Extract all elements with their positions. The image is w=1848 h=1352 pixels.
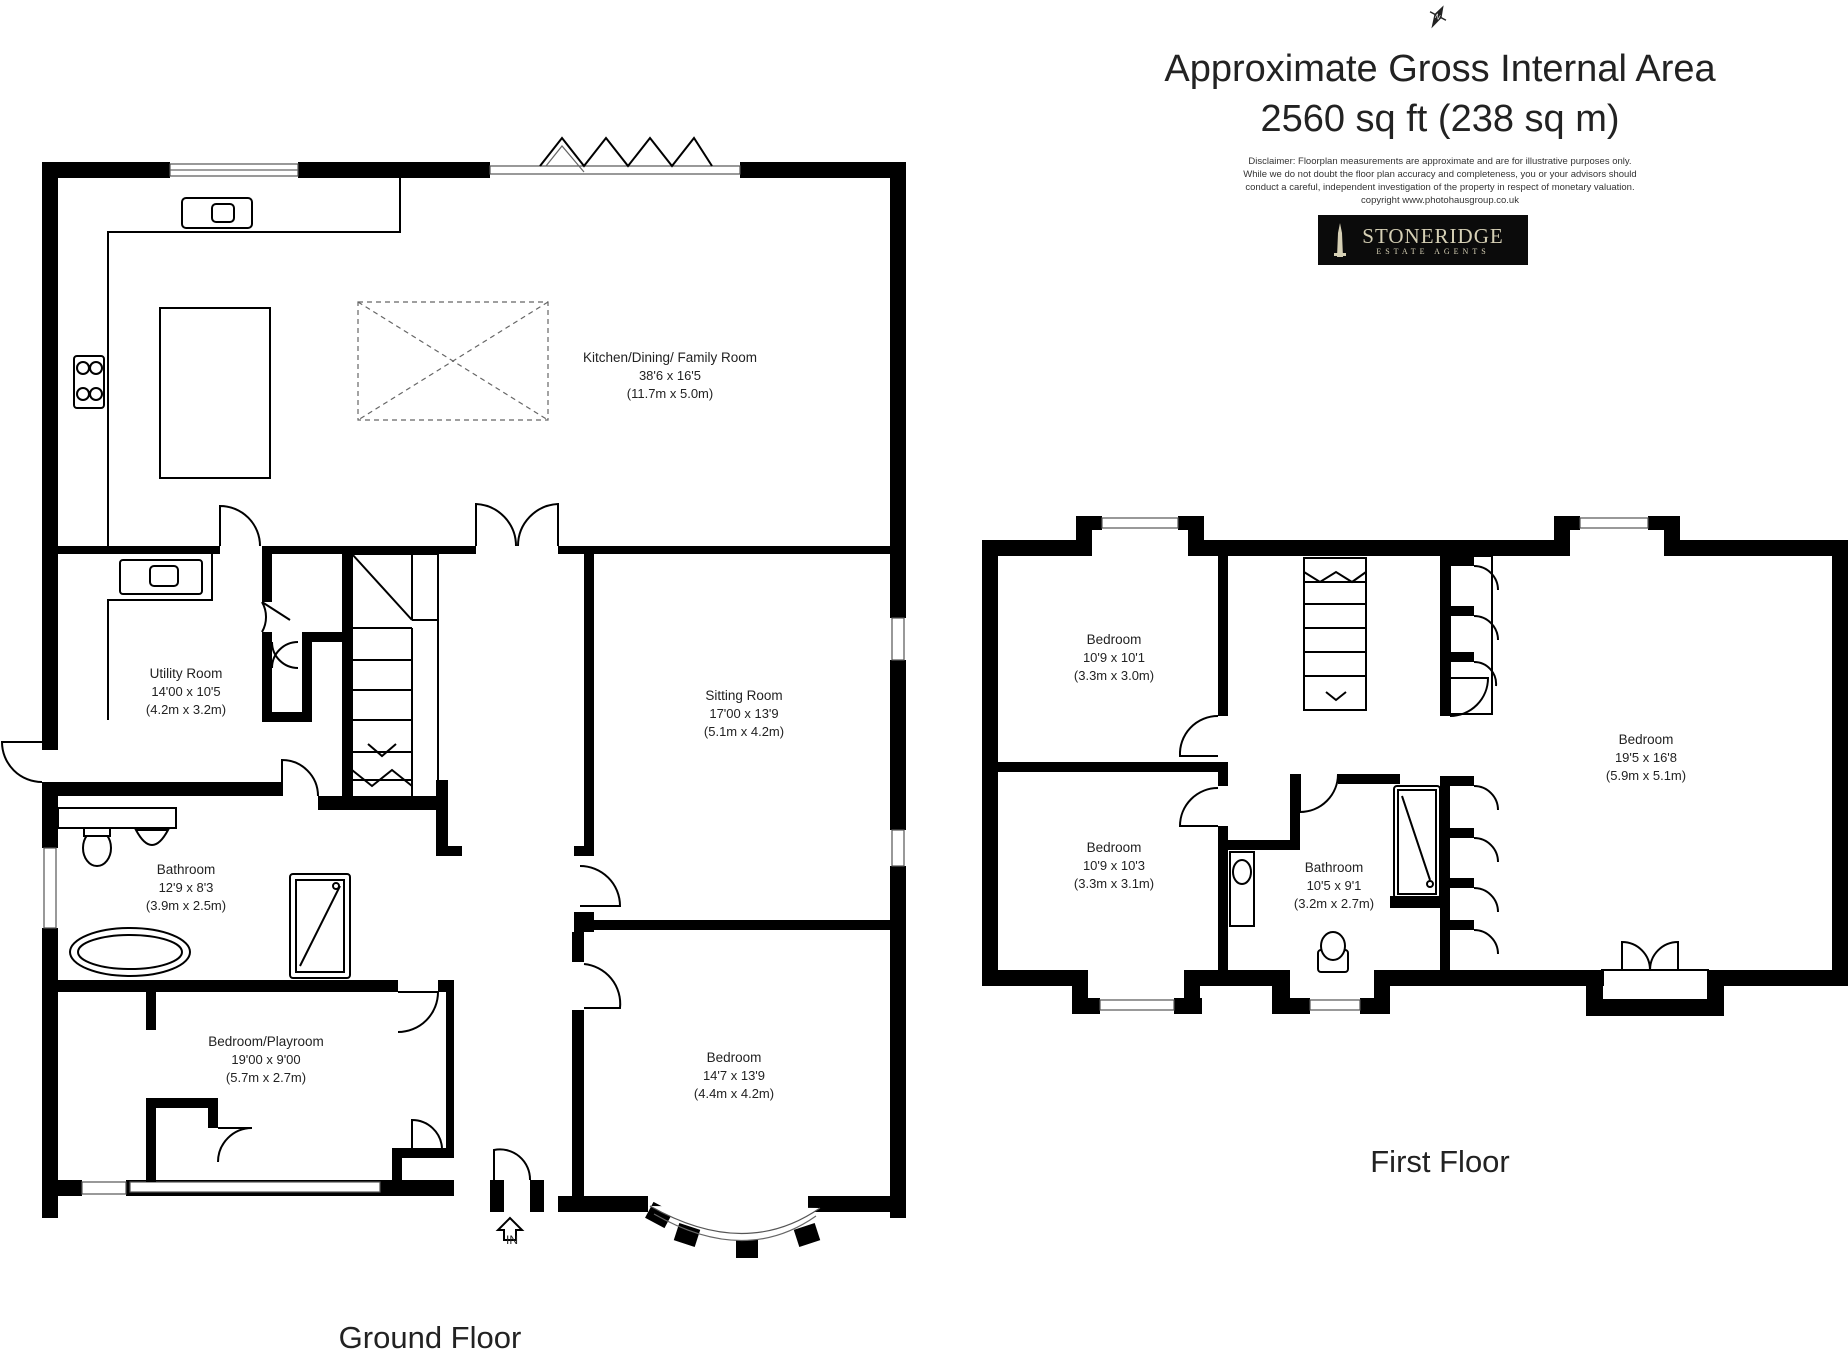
disclaimer: Disclaimer: Floorplan measurements are a… (1170, 155, 1710, 207)
room-name: Bedroom (707, 1050, 762, 1065)
room-dimensions: 19'5 x 16'8 (1615, 750, 1677, 765)
ground-floor-labels: Kitchen/Dining/ Family Room 38'6 x 16'5 … (146, 350, 784, 1352)
gross-area-value: 2560 sq ft (238 sq m) (1260, 98, 1620, 140)
room-name: Bedroom/Playroom (208, 1034, 324, 1049)
room-dimensions: 38'6 x 16'5 (639, 368, 701, 383)
logo-name: STONERIDGE (1362, 224, 1504, 248)
room-dimensions: 19'00 x 9'00 (231, 1052, 300, 1067)
room-dimensions: 12'9 x 8'3 (159, 880, 214, 895)
room-dimensions-metric: (4.2m x 3.2m) (146, 702, 226, 717)
room-name: Bedroom (1619, 732, 1674, 747)
disclaimer-line: conduct a careful, independent investiga… (1245, 182, 1635, 193)
room-dimensions-metric: (3.3m x 3.0m) (1074, 668, 1154, 683)
stoneridge-logo: STONERIDGE ESTATE AGENTS (1318, 215, 1528, 265)
room-dimensions-metric: (11.7m x 5.0m) (627, 386, 713, 401)
tower-icon (1334, 223, 1346, 257)
entrance-label: IN (506, 1233, 518, 1247)
room-name: Bathroom (1305, 860, 1364, 875)
room-dimensions-metric: (4.4m x 4.2m) (694, 1086, 774, 1101)
room-dimensions-metric: (5.9m x 5.1m) (1606, 768, 1686, 783)
compass-north-label: N (1433, 13, 1441, 22)
room-name: Utility Room (150, 666, 223, 681)
room-dimensions: 10'9 x 10'1 (1083, 650, 1145, 665)
first-floor-labels: Bedroom 10'9 x 10'1 (3.3m x 3.0m) Bedroo… (1074, 632, 1686, 1179)
room-dimensions: 10'5 x 9'1 (1307, 878, 1362, 893)
room-dimensions-metric: (5.1m x 4.2m) (704, 724, 784, 739)
room-dimensions-metric: (3.3m x 3.1m) (1074, 876, 1154, 891)
logo-tagline: ESTATE AGENTS (1376, 247, 1490, 256)
room-dimensions-metric: (3.9m x 2.5m) (146, 898, 226, 913)
compass-icon: N (1429, 5, 1447, 29)
first-floor-plan (982, 516, 1848, 1016)
room-name: Bathroom (157, 862, 216, 877)
room-name: Bedroom (1087, 632, 1142, 647)
first-floor-label: First Floor (1370, 1144, 1510, 1179)
disclaimer-line: Disclaimer: Floorplan measurements are a… (1248, 156, 1632, 167)
room-dimensions: 10'9 x 10'3 (1083, 858, 1145, 873)
disclaimer-line: copyright www.photohausgroup.co.uk (1361, 195, 1519, 206)
room-dimensions-metric: (3.2m x 2.7m) (1294, 896, 1374, 911)
gross-area-title: Approximate Gross Internal Area (1164, 48, 1716, 90)
room-dimensions: 14'7 x 13'9 (703, 1068, 765, 1083)
room-name: Sitting Room (705, 688, 782, 703)
disclaimer-line: While we do not doubt the floor plan acc… (1243, 169, 1637, 180)
room-dimensions: 17'00 x 13'9 (709, 706, 778, 721)
room-dimensions: 14'00 x 10'5 (151, 684, 220, 699)
room-dimensions-metric: (5.7m x 2.7m) (226, 1070, 306, 1085)
ground-floor-plan (0, 136, 906, 1258)
room-name: Kitchen/Dining/ Family Room (583, 350, 757, 365)
ground-floor-label: Ground Floor (339, 1320, 522, 1352)
room-name: Bedroom (1087, 840, 1142, 855)
